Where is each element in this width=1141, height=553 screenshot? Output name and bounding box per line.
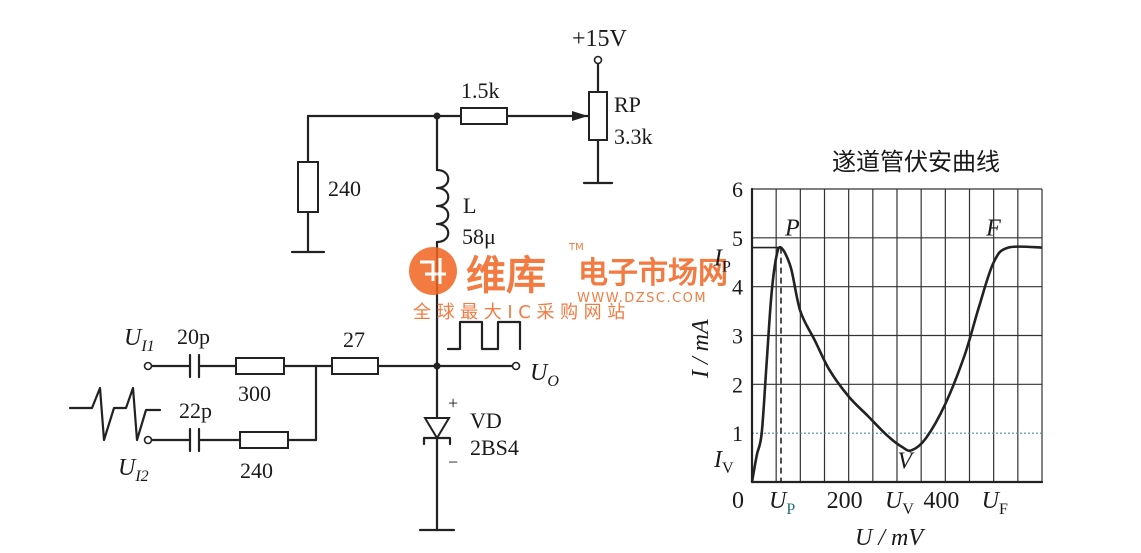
circuit-wires bbox=[68, 55, 614, 532]
y-tick-1: 1 bbox=[732, 421, 743, 446]
rp-potentiometer bbox=[588, 91, 608, 141]
resistor-27 bbox=[331, 357, 379, 375]
output-label: UO bbox=[530, 360, 559, 390]
inductor-value-label: 58μ bbox=[462, 224, 496, 249]
point-label-F: F bbox=[985, 216, 1001, 242]
diode-minus-label: − bbox=[448, 452, 458, 472]
chart-curve bbox=[750, 245, 1043, 483]
point-label-P: P bbox=[784, 216, 800, 242]
diode-name-label: VD bbox=[470, 408, 502, 433]
chart-points: P V F bbox=[784, 216, 1001, 475]
x-tick-200: 200 bbox=[827, 488, 863, 514]
input1-label: UI1 bbox=[124, 325, 155, 355]
inductor-l bbox=[435, 168, 450, 244]
r-top-label: 1.5k bbox=[461, 78, 500, 103]
inductor-name-label: L bbox=[463, 193, 476, 218]
output-pulse-waveform bbox=[446, 320, 522, 351]
y-special-V: IV bbox=[713, 447, 734, 477]
x-tick-F: UF bbox=[982, 488, 1008, 518]
circuit-labels: +15V 1.5k RP 3.3k 240 L 58μ 20p 27 300 2… bbox=[118, 26, 653, 485]
diode-part-label: 2BS4 bbox=[470, 435, 519, 460]
chart-ylabel: I / mA bbox=[688, 319, 714, 379]
watermark-tm: TM bbox=[568, 242, 584, 253]
watermark: 维库 TM 电子市场网 WWW.DZSC.COM 全球最大IC采购网站 bbox=[409, 242, 728, 323]
y-tick-2: 2 bbox=[732, 372, 743, 397]
input2-terminal[interactable] bbox=[143, 435, 153, 445]
watermark-brand: 维库 bbox=[466, 253, 546, 299]
resistor-300 bbox=[235, 357, 285, 375]
watermark-slogan: 全球最大IC采购网站 bbox=[413, 302, 631, 323]
c2-label: 22p bbox=[179, 398, 212, 423]
input-waveform bbox=[68, 386, 162, 442]
iv-chart: 遂道管伏安曲线 1 2 3 4 5 6IV IP 0 UP 200 UV 400 UF P V F U / … bbox=[688, 148, 1044, 551]
c1-label: 20p bbox=[177, 324, 210, 349]
y-tick-6: 6 bbox=[732, 177, 743, 202]
chart-ticks: 1 2 3 4 5 6IV IP 0 UP 200 UV 400 UF bbox=[713, 177, 1008, 518]
supply-terminal bbox=[593, 55, 603, 65]
r-in2-label: 240 bbox=[240, 458, 273, 483]
input2-label: UI2 bbox=[118, 455, 149, 485]
watermark-site: 电子市场网 bbox=[578, 256, 728, 291]
y-tick-4: 4 bbox=[732, 275, 743, 300]
watermark-url: WWW.DZSC.COM bbox=[577, 291, 707, 306]
rp-name-label: RP bbox=[614, 92, 641, 117]
x-tick-0: 0 bbox=[732, 488, 744, 514]
resistor-240-left bbox=[297, 161, 319, 213]
point-label-V: V bbox=[898, 448, 915, 474]
chart-title: 遂道管伏安曲线 bbox=[832, 148, 1000, 176]
r-in1-label: 300 bbox=[238, 381, 271, 406]
x-tick-P: UP bbox=[769, 488, 795, 518]
chart-grid bbox=[750, 187, 1044, 484]
watermark-logo-circuit-icon bbox=[420, 258, 446, 284]
tunnel-diode-vd bbox=[423, 417, 451, 440]
x-tick-400: 400 bbox=[923, 488, 959, 514]
chart-xlabel: U / mV bbox=[855, 525, 925, 551]
output-terminal[interactable] bbox=[511, 361, 521, 371]
resistor-240-input bbox=[239, 431, 289, 449]
x-tick-V: UV bbox=[885, 488, 914, 518]
diode-plus-label: + bbox=[448, 393, 458, 413]
r-series-label: 27 bbox=[343, 327, 365, 352]
input1-terminal[interactable] bbox=[143, 361, 153, 371]
rp-wiper-arrow bbox=[572, 111, 588, 121]
rp-value-label: 3.3k bbox=[614, 124, 653, 149]
supply-label: +15V bbox=[572, 26, 628, 52]
y-special-P: IP bbox=[713, 246, 731, 276]
y-tick-3: 3 bbox=[732, 324, 743, 349]
iv-curve bbox=[750, 245, 1043, 483]
y-tick-5: 5 bbox=[732, 226, 743, 251]
resistor-1-5k bbox=[460, 107, 508, 125]
r-left-label: 240 bbox=[328, 176, 361, 201]
